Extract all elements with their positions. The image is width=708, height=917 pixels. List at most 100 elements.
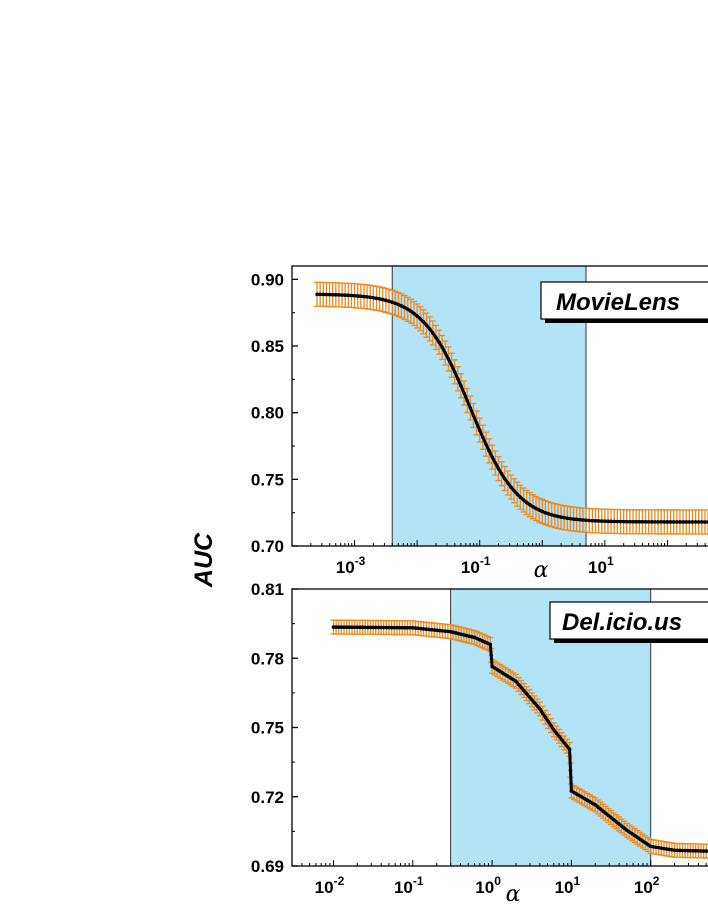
- data-point: [659, 846, 664, 850]
- data-point: [384, 625, 389, 630]
- data-point: [554, 731, 559, 735]
- y-tick-label: 0.75: [251, 719, 284, 738]
- data-point: [609, 519, 613, 524]
- data-point: [619, 824, 624, 828]
- data-point: [377, 297, 382, 301]
- data-point: [392, 625, 397, 630]
- data-point: [524, 500, 529, 505]
- data-point: [675, 520, 679, 524]
- data-point: [493, 461, 498, 465]
- data-point: [524, 691, 529, 696]
- x-tick-label: 101: [588, 554, 614, 577]
- y-axis-label: AUC: [190, 532, 218, 588]
- data-point: [366, 625, 370, 630]
- data-point: [683, 848, 687, 853]
- data-point: [571, 517, 576, 521]
- data-point: [527, 502, 532, 507]
- data-point: [363, 625, 367, 630]
- data-point: [603, 811, 608, 816]
- data-point: [646, 842, 650, 847]
- data-point: [540, 711, 545, 715]
- data-point: [349, 293, 354, 298]
- data-point: [490, 455, 495, 459]
- data-point: [408, 625, 412, 630]
- data-point: [699, 849, 703, 853]
- data-point: [681, 520, 685, 524]
- data-point: [355, 625, 360, 630]
- data-point: [440, 629, 445, 633]
- data-point: [534, 506, 538, 511]
- dataset-label: MovieLens: [556, 289, 680, 316]
- data-point: [685, 848, 690, 853]
- data-point: [659, 520, 663, 524]
- y-tick-label: 0.72: [251, 788, 284, 807]
- y-tick-label: 0.80: [251, 404, 284, 423]
- data-point: [434, 335, 438, 340]
- data-point: [668, 520, 673, 524]
- data-point: [567, 747, 572, 752]
- data-point: [569, 789, 574, 793]
- data-point: [355, 294, 360, 298]
- data-point: [588, 799, 592, 804]
- x-tick-base: 10: [461, 558, 480, 577]
- data-point: [522, 688, 526, 693]
- data-point: [490, 664, 494, 669]
- data-point: [389, 625, 394, 630]
- data-point: [371, 295, 376, 300]
- data-point: [515, 492, 520, 496]
- data-point: [565, 516, 570, 521]
- panel-delicious: 0.690.720.750.780.8110-210-1100101102103…: [251, 580, 708, 907]
- data-point: [327, 292, 332, 297]
- data-point: [582, 796, 587, 801]
- data-point: [553, 513, 557, 518]
- data-point: [516, 682, 521, 687]
- data-point: [678, 520, 682, 524]
- label-box: [549, 601, 708, 640]
- data-point: [395, 625, 399, 630]
- data-point: [471, 413, 476, 418]
- data-point: [421, 627, 426, 631]
- data-point: [630, 832, 634, 836]
- data-point: [700, 520, 704, 524]
- data-point: [696, 849, 701, 853]
- data-point: [380, 297, 385, 302]
- label-box: [540, 281, 708, 320]
- data-point: [596, 805, 600, 809]
- data-point: [506, 674, 510, 679]
- series-markers: [331, 625, 708, 853]
- data-point: [543, 715, 548, 720]
- data-point: [559, 737, 564, 742]
- data-point: [492, 666, 497, 670]
- data-point: [593, 803, 598, 807]
- data-point: [538, 707, 542, 711]
- data-point: [675, 848, 680, 853]
- data-point: [690, 520, 695, 524]
- data-point: [531, 504, 535, 509]
- data-point: [358, 625, 362, 630]
- data-point: [359, 294, 363, 299]
- data-point: [606, 813, 611, 818]
- data-point: [693, 520, 698, 524]
- data-point: [572, 790, 576, 795]
- data-point: [634, 519, 638, 524]
- data-point: [465, 398, 470, 403]
- data-point: [489, 653, 493, 658]
- x-tick-base: 10: [555, 878, 574, 897]
- data-point: [703, 520, 707, 524]
- data-point: [614, 819, 619, 824]
- data-point: [584, 518, 588, 523]
- data-point: [371, 625, 375, 630]
- data-point: [360, 625, 365, 630]
- data-point: [535, 704, 539, 708]
- data-point: [598, 807, 603, 811]
- data-point: [446, 629, 450, 634]
- data-point: [637, 520, 642, 524]
- data-point: [373, 625, 378, 630]
- data-point: [427, 327, 432, 331]
- data-point: [577, 793, 582, 798]
- data-point: [557, 734, 561, 739]
- data-point: [684, 520, 688, 524]
- data-point: [443, 629, 448, 633]
- data-point: [477, 428, 482, 433]
- data-point: [400, 625, 404, 630]
